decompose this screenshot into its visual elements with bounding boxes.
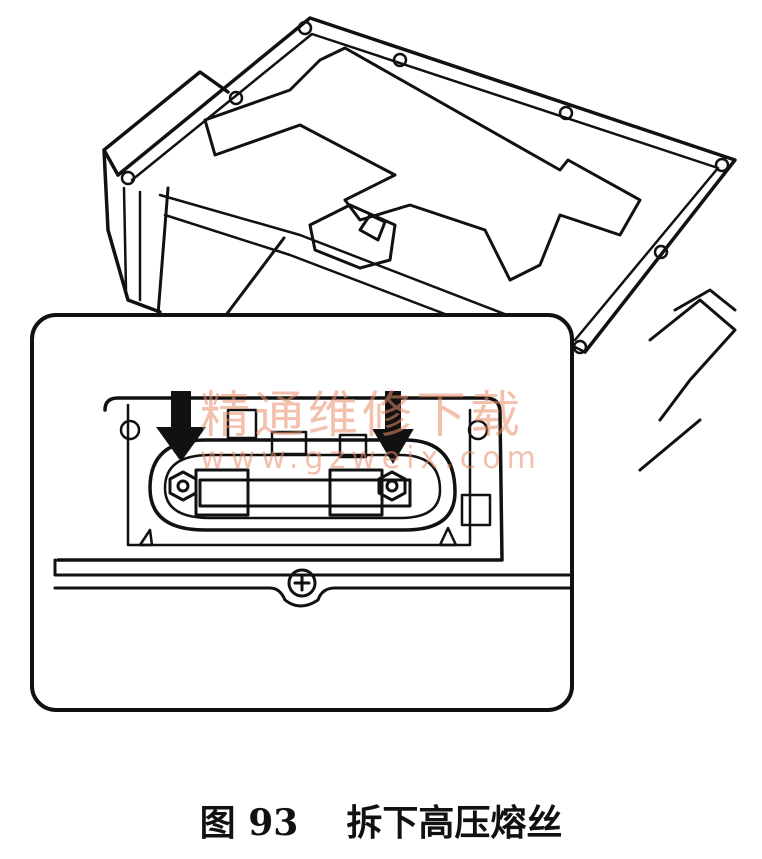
removal-arrows [156,391,414,464]
watermark-site-name: 精通维修下载 [200,386,524,444]
lower-rail [53,558,574,608]
mount-hole-right [467,419,489,441]
case-left-rib [122,186,142,302]
fuse-right-terminal [328,468,384,517]
battery-case-drawing [102,16,737,472]
cover-screw [287,568,317,598]
watermark-url: www.gzweix.com [200,441,542,476]
mount-hole-left [119,419,141,441]
fuse-nut-right [377,470,407,502]
fuse-oval-track-inner [163,453,442,520]
fuse-holder-outer [56,396,504,562]
fuse-nut-left [168,470,198,502]
figure-number: 图 93 [199,802,299,844]
inset-frame [30,313,574,712]
case-left-end [102,70,230,314]
lid-x-stiffener [203,46,642,282]
case-lid-outline [116,16,737,354]
arrow-down-right [372,391,414,464]
mount-slot-right [460,493,492,527]
fuse-oval-track [148,438,457,532]
arrow-down-left [156,391,206,462]
detail-inset [30,313,574,712]
terminal-block-1 [226,408,258,440]
service-plug-housing [308,203,397,270]
terminal-block-2 [270,430,308,456]
figure-title: 拆下高压熔丝 [346,802,563,844]
callout-leader-lines [156,186,286,317]
triangle-marker-right [438,526,458,547]
terminal-block-3 [338,433,368,459]
case-lid-inner-rim [130,32,720,342]
figure-caption: 图 93 拆下高压熔丝 [0,790,762,850]
high-voltage-fuse-body [198,478,412,508]
triangle-marker-left [138,528,154,547]
right-cable-harness [638,288,737,472]
fuse-holder-inner [126,403,472,547]
